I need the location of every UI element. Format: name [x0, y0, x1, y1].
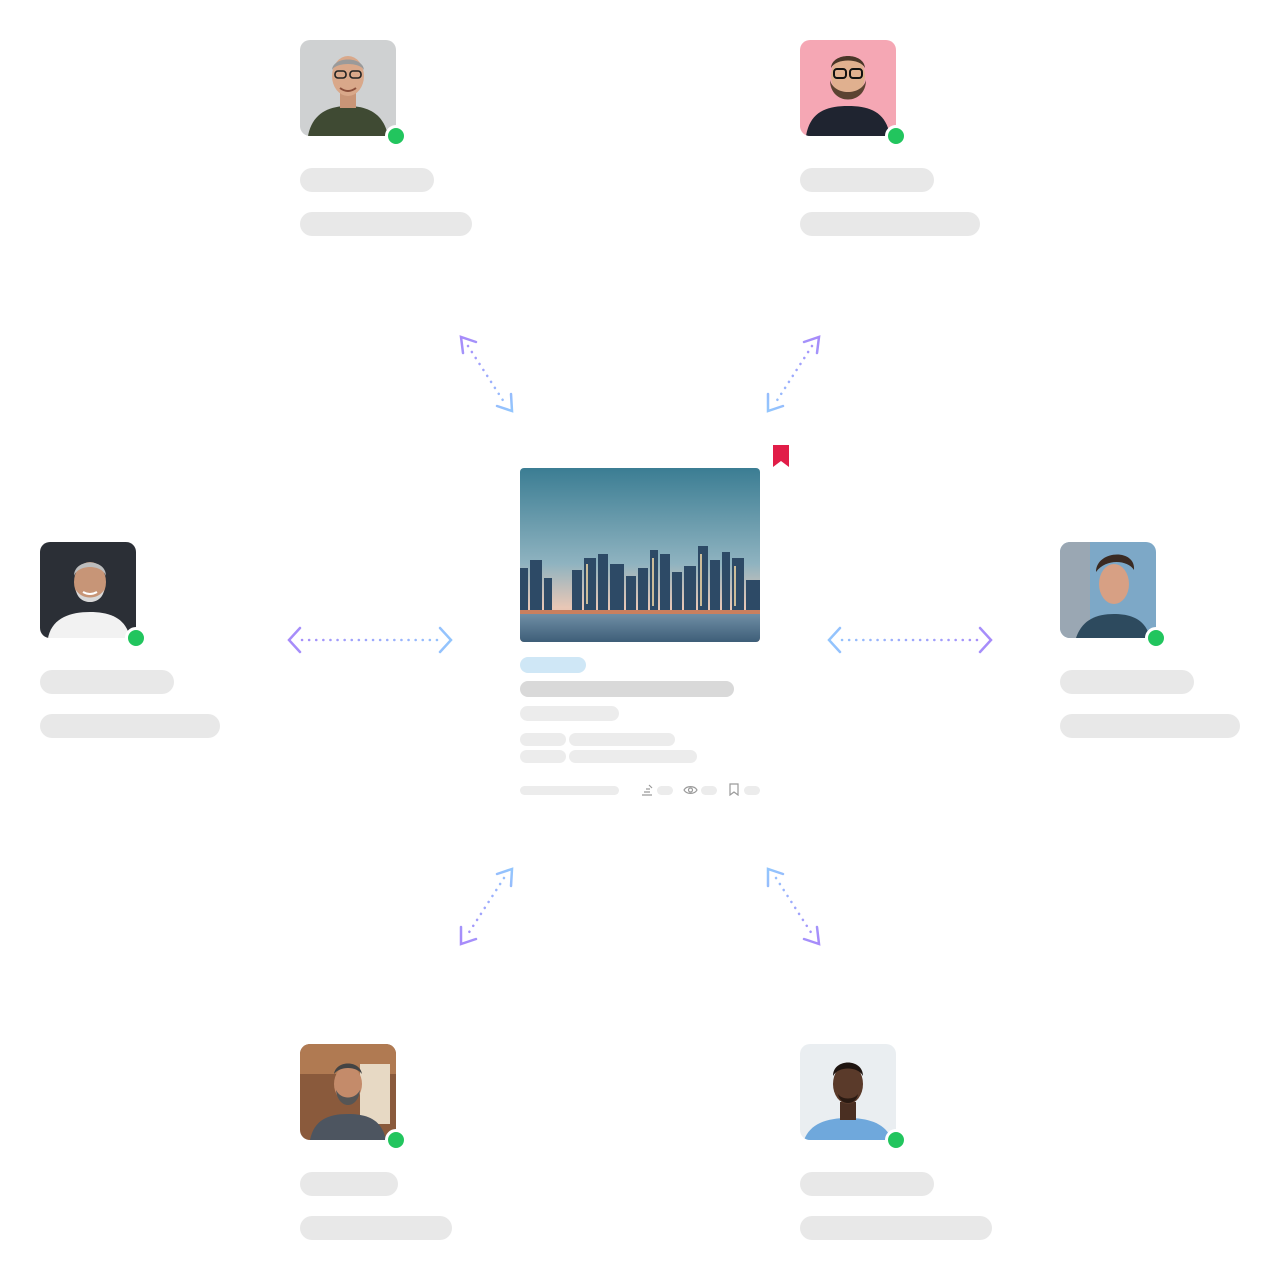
avatar[interactable]	[800, 1044, 896, 1140]
online-status-dot	[885, 125, 907, 147]
post-image[interactable]	[520, 468, 760, 642]
avatar[interactable]	[1060, 542, 1156, 638]
subtitle-placeholder	[1060, 714, 1240, 738]
name-placeholder	[800, 168, 934, 192]
meta-placeholder	[520, 733, 566, 746]
share-icon[interactable]	[640, 783, 654, 797]
arrow-right	[827, 626, 993, 654]
avatar[interactable]	[300, 1044, 396, 1140]
arrow-bottom-right	[766, 867, 821, 946]
avatar-photo	[40, 542, 136, 638]
subtitle-placeholder	[520, 706, 619, 721]
avatar-photo	[300, 1044, 396, 1140]
subtitle-placeholder	[300, 212, 472, 236]
city-skyline-image	[520, 468, 760, 642]
online-status-dot	[385, 125, 407, 147]
online-status-dot	[125, 627, 147, 649]
name-placeholder	[40, 670, 174, 694]
subtitle-placeholder	[300, 1216, 452, 1240]
author-placeholder	[520, 786, 619, 795]
name-placeholder	[300, 168, 434, 192]
subtitle-placeholder	[40, 714, 220, 738]
arrow-left	[287, 626, 453, 654]
title-placeholder	[520, 681, 734, 697]
meta-placeholder	[569, 733, 675, 746]
bookmark-outline-icon[interactable]	[729, 783, 739, 796]
online-status-dot	[385, 1129, 407, 1151]
arrow-top-left	[459, 335, 514, 413]
name-placeholder	[300, 1172, 398, 1196]
bookmark-filled-icon[interactable]	[772, 445, 790, 467]
avatar-photo	[800, 1044, 896, 1140]
view-count-placeholder	[701, 786, 717, 795]
eye-icon[interactable]	[683, 784, 698, 796]
avatar-photo	[800, 40, 896, 136]
name-placeholder	[1060, 670, 1194, 694]
avatar[interactable]	[40, 542, 136, 638]
arrow-top-right	[766, 335, 821, 413]
avatar-photo	[300, 40, 396, 136]
avatar[interactable]	[800, 40, 896, 136]
avatar[interactable]	[300, 40, 396, 136]
save-count-placeholder	[744, 786, 760, 795]
meta-placeholder	[520, 750, 566, 763]
avatar-photo	[1060, 542, 1156, 638]
name-placeholder	[800, 1172, 934, 1196]
online-status-dot	[1145, 627, 1167, 649]
online-status-dot	[885, 1129, 907, 1151]
meta-placeholder	[569, 750, 697, 763]
share-count-placeholder	[657, 786, 673, 795]
tag-placeholder	[520, 657, 586, 673]
subtitle-placeholder	[800, 1216, 992, 1240]
arrow-bottom-left	[459, 867, 514, 946]
subtitle-placeholder	[800, 212, 980, 236]
